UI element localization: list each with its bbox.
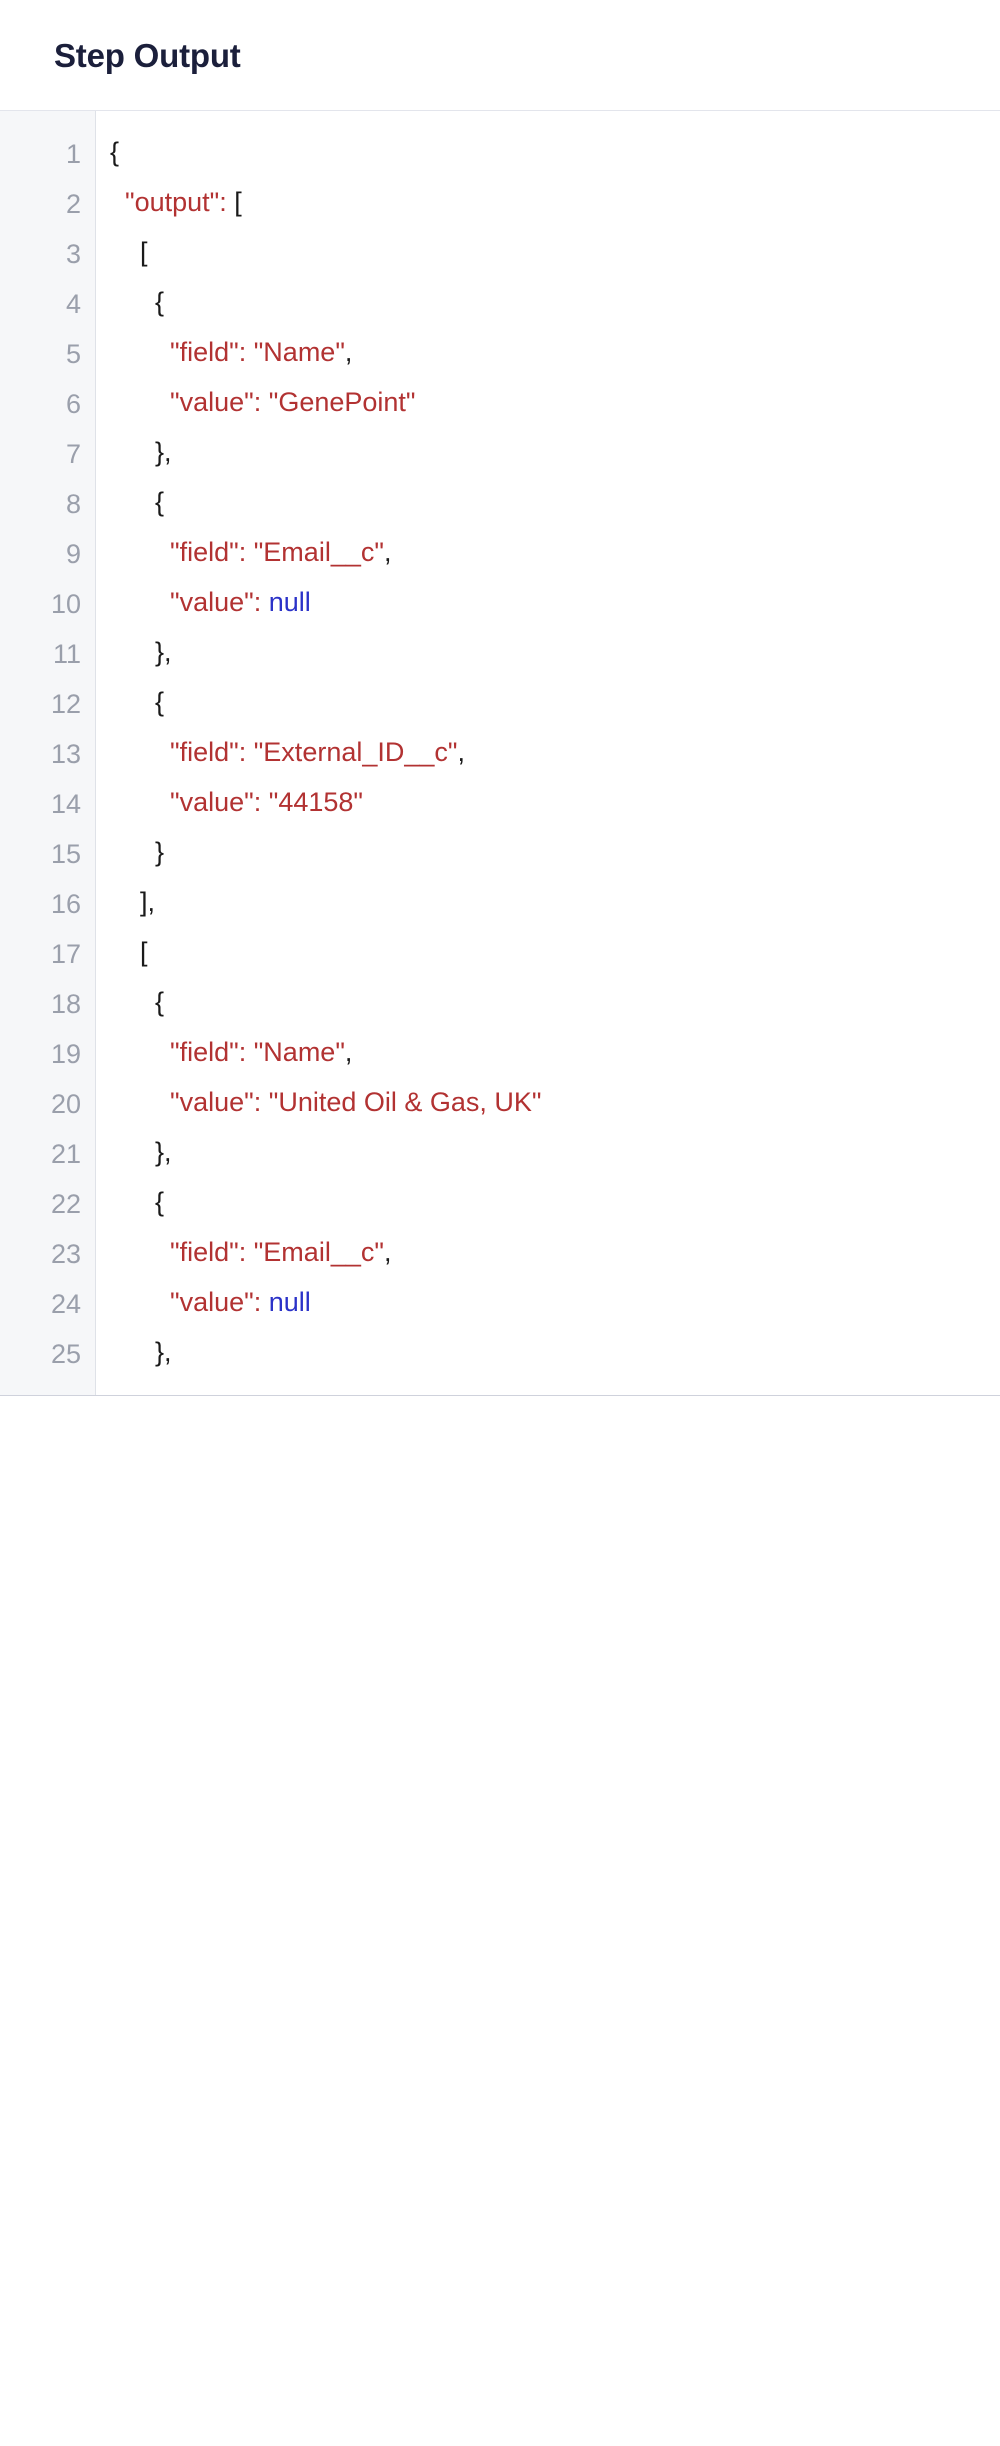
line-number: 21 xyxy=(50,1138,81,1169)
code-line[interactable]: "field": "Email__c", xyxy=(110,527,1000,577)
page-title: Step Output xyxy=(54,37,241,74)
line-number: 8 xyxy=(65,488,81,519)
code-content-area[interactable]: { "output": [ [ { "field": "Name", "valu… xyxy=(96,127,1000,1381)
code-token: "field": "Email__c" xyxy=(170,1236,384,1267)
code-line[interactable]: { xyxy=(110,977,1000,1027)
line-number: 7 xyxy=(65,438,81,469)
code-line[interactable]: "field": "External_ID__c", xyxy=(110,727,1000,777)
line-number: 3 xyxy=(65,238,81,269)
code-line[interactable]: }, xyxy=(110,627,1000,677)
code-line[interactable]: }, xyxy=(110,427,1000,477)
line-number: 16 xyxy=(50,888,81,919)
code-token: [ xyxy=(226,186,242,217)
code-token: } xyxy=(155,836,165,867)
code-token: , xyxy=(344,336,353,367)
line-number: 4 xyxy=(65,288,81,319)
code-token xyxy=(261,1287,269,1317)
line-number: 9 xyxy=(65,538,81,569)
line-number: 10 xyxy=(50,588,81,619)
code-line[interactable]: { xyxy=(110,477,1000,527)
code-line[interactable]: }, xyxy=(110,1327,1000,1377)
code-line[interactable]: [ xyxy=(110,927,1000,977)
code-token: , xyxy=(457,736,465,767)
code-token: [ xyxy=(140,236,148,267)
code-token xyxy=(261,587,269,617)
code-line[interactable]: [ xyxy=(110,227,1000,277)
code-token: "value": xyxy=(170,1286,262,1317)
code-line[interactable]: "value": "United Oil & Gas, UK" xyxy=(110,1077,1000,1127)
code-token: "field": "Email__c" xyxy=(170,536,384,567)
code-token: { xyxy=(155,1186,165,1217)
code-token: , xyxy=(344,1036,353,1067)
line-number: 1 xyxy=(65,138,81,169)
line-number: 19 xyxy=(50,1038,81,1069)
code-line[interactable]: "value": null xyxy=(110,577,1000,627)
code-token: "output": xyxy=(125,186,227,217)
code-token: "field": "External_ID__c" xyxy=(170,736,458,767)
code-line[interactable]: "value": null xyxy=(110,1277,1000,1327)
code-token: "value": "44158" xyxy=(170,786,363,817)
code-token: null xyxy=(268,1286,311,1317)
code-token: }, xyxy=(155,636,172,667)
code-token: null xyxy=(268,586,311,617)
code-line[interactable]: "value": "GenePoint" xyxy=(110,377,1000,427)
code-line[interactable]: "field": "Name", xyxy=(110,1027,1000,1077)
code-token: , xyxy=(383,536,392,567)
line-number: 20 xyxy=(50,1088,81,1119)
code-token: { xyxy=(155,986,165,1017)
code-line[interactable]: "value": "44158" xyxy=(110,777,1000,827)
code-token: }, xyxy=(155,1136,172,1167)
code-token: { xyxy=(155,286,165,317)
line-number: 12 xyxy=(50,688,81,719)
line-number: 6 xyxy=(65,388,81,419)
code-token: }, xyxy=(155,1336,172,1367)
line-number: 11 xyxy=(52,638,81,669)
code-line[interactable]: "field": "Name", xyxy=(110,327,1000,377)
line-number: 17 xyxy=(50,938,81,969)
code-line[interactable]: { xyxy=(110,277,1000,327)
code-token: { xyxy=(110,136,120,167)
code-line[interactable]: } xyxy=(110,827,1000,877)
code-token: "field": "Name" xyxy=(170,336,345,367)
code-token: }, xyxy=(155,436,172,467)
code-token: { xyxy=(155,686,165,717)
code-line[interactable]: "output": [ xyxy=(110,177,1000,227)
code-line[interactable]: { xyxy=(110,1177,1000,1227)
code-token: "value": xyxy=(170,586,262,617)
line-number: 13 xyxy=(50,738,81,769)
code-line[interactable]: { xyxy=(110,677,1000,727)
code-line[interactable]: }, xyxy=(110,1127,1000,1177)
line-number: 2 xyxy=(65,188,81,219)
code-line[interactable]: ], xyxy=(110,877,1000,927)
panel-header: Step Output xyxy=(0,0,1000,110)
line-number: 18 xyxy=(50,988,81,1019)
code-token: "field": "Name" xyxy=(170,1036,345,1067)
line-number: 14 xyxy=(50,788,81,819)
line-number: 24 xyxy=(50,1288,81,1319)
code-token: ], xyxy=(140,886,156,917)
line-number: 15 xyxy=(50,838,81,869)
code-token: [ xyxy=(140,936,148,967)
code-token: , xyxy=(383,1236,392,1267)
line-number: 5 xyxy=(65,338,81,369)
code-token: "value": "United Oil & Gas, UK" xyxy=(170,1086,542,1117)
code-token: "value": "GenePoint" xyxy=(170,386,416,417)
code-token: { xyxy=(155,486,165,517)
code-line[interactable]: { xyxy=(110,127,1000,177)
line-number: 25 xyxy=(50,1338,81,1369)
code-line[interactable]: "field": "Email__c", xyxy=(110,1227,1000,1277)
line-number: 23 xyxy=(50,1238,81,1269)
line-number: 22 xyxy=(50,1188,81,1219)
